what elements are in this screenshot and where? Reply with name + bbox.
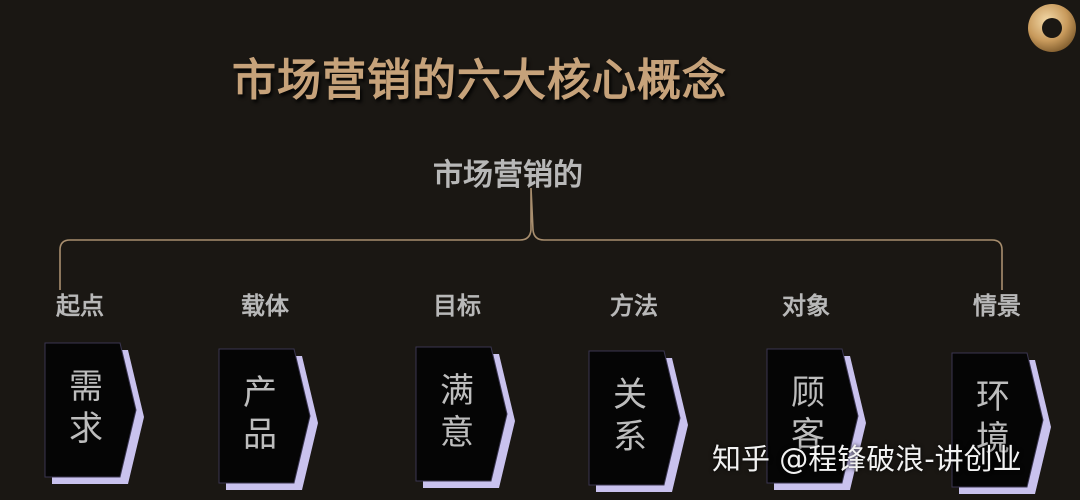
diagram-root-label: 市场营销的 [433,158,583,193]
page-title: 市场营销的六大核心概念 [232,55,727,106]
card-line: 求 [69,409,103,449]
gold-ring-logo-icon [1028,4,1076,52]
card-text: 顾 客 [770,372,846,456]
card-line: 意 [440,413,474,453]
concept-card-3: 满 意 [415,346,525,491]
card-text: 环 境 [955,376,1031,460]
card-text: 关 系 [592,374,668,458]
card-line: 品 [243,415,277,455]
card-line: 客 [791,415,825,455]
card-line: 需 [69,367,103,407]
arrow-card-shape [588,350,688,492]
label-3: 目标 [433,292,481,320]
concept-card-2: 产 品 [218,348,328,493]
arrow-card-shape [951,352,1051,494]
arrow-card-shape [218,348,318,490]
watermark: 知乎 @程锋破浪-讲创业 [712,442,1022,476]
label-2: 载体 [241,292,289,320]
label-5: 对象 [782,292,830,320]
card-text: 需 求 [48,366,124,450]
arrow-card-shape [766,348,866,490]
card-text: 满 意 [419,370,495,454]
card-line: 环 [976,377,1010,417]
card-line: 产 [243,373,277,413]
concept-card-4: 关 系 [588,350,698,495]
card-line: 境 [976,419,1010,459]
concept-card-1: 需 求 [44,342,154,487]
card-line: 关 [613,375,647,415]
concept-card-6: 环 境 [951,352,1061,497]
label-1: 起点 [56,292,104,320]
concept-card-5: 顾 客 [766,348,876,493]
label-6: 情景 [973,292,1021,320]
arrow-card-shape [44,342,144,484]
card-line: 系 [613,417,647,457]
card-line: 顾 [791,373,825,413]
card-line: 满 [440,371,474,411]
card-text: 产 品 [222,372,298,456]
label-4: 方法 [610,292,658,320]
arrow-card-shape [415,346,515,488]
